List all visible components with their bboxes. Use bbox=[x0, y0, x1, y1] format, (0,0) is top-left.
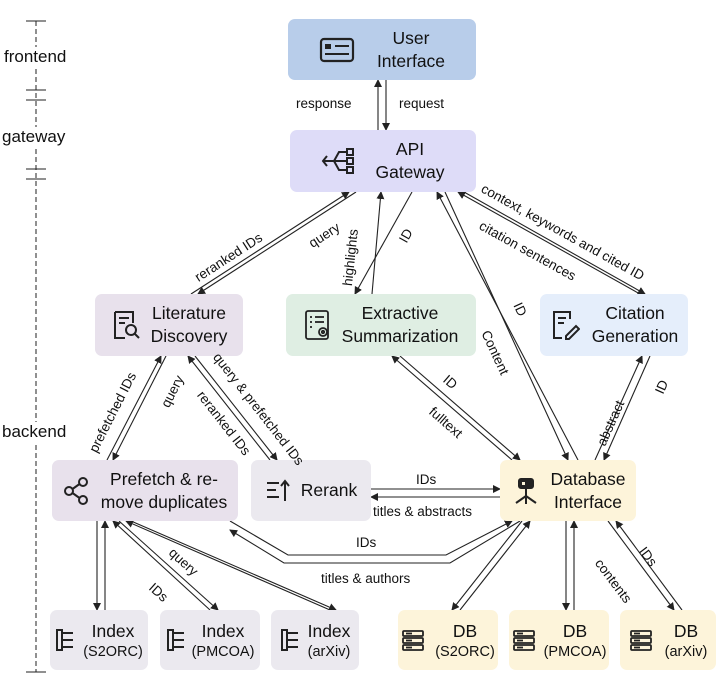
node-db-arxiv-label: DB(arXiv) bbox=[664, 620, 708, 660]
share-icon bbox=[63, 476, 89, 506]
edge-reranked-ids-mid bbox=[187, 355, 271, 461]
server-icon bbox=[629, 629, 653, 651]
edge-id-ext-up bbox=[354, 191, 413, 295]
edge-reranked-ids-top bbox=[190, 191, 350, 295]
node-index-arxiv[interactable]: Index(arXiv) bbox=[271, 610, 359, 670]
layer-frontend: frontend bbox=[4, 47, 67, 67]
edge-abstract bbox=[594, 355, 643, 461]
layer-gateway: gateway bbox=[2, 127, 66, 147]
edge-id-api-dbi bbox=[444, 191, 569, 461]
list-settings-icon bbox=[304, 309, 332, 341]
edge-query-lit-pre bbox=[112, 355, 167, 461]
node-prefetch[interactable]: Prefetch & re-move duplicates bbox=[52, 460, 238, 521]
layer-axis bbox=[26, 20, 46, 673]
edge-dbi-db1-b bbox=[459, 520, 531, 611]
label-titles-abstracts: titles & abstracts bbox=[373, 504, 473, 519]
edge-id-cit-dbi bbox=[603, 355, 651, 461]
node-index-pmcoa-label: Index(PMCOA) bbox=[191, 620, 255, 660]
edge-citation-sentences bbox=[457, 191, 641, 295]
edge-query-pre-idx bbox=[118, 520, 219, 611]
edge-highlights bbox=[371, 191, 385, 295]
label-titles-authors: titles & authors bbox=[321, 571, 411, 586]
node-db-pmcoa-label: DB(PMCOA) bbox=[543, 620, 607, 660]
edge-context-kw bbox=[463, 191, 646, 295]
edge-titles-authors bbox=[229, 520, 521, 564]
edge-content bbox=[436, 191, 579, 461]
edge-dbi-db1-a bbox=[451, 520, 523, 611]
layer-backend: backend bbox=[2, 422, 67, 442]
document-search-icon bbox=[111, 309, 141, 341]
node-index-arxiv-label: Index(arXiv) bbox=[307, 620, 351, 660]
edge-pre-idx3-b bbox=[125, 520, 331, 611]
node-prefetch-label: Prefetch & re-move duplicates bbox=[100, 468, 228, 512]
edge-fulltext bbox=[391, 355, 513, 461]
edge-prefetched-ids bbox=[106, 355, 162, 461]
node-index-s2orc-label: Index(S2ORC) bbox=[83, 620, 143, 660]
edge-id-ext-dbi bbox=[399, 355, 521, 461]
document-edit-icon bbox=[550, 309, 580, 341]
edge-contents bbox=[607, 520, 675, 611]
index-icon bbox=[280, 627, 300, 653]
label-ids-pre-dbi: IDs bbox=[356, 535, 377, 550]
index-icon bbox=[55, 627, 75, 653]
edge-query-prefetched bbox=[194, 355, 278, 461]
label-response: response bbox=[296, 96, 352, 111]
node-index-pmcoa[interactable]: Index(PMCOA) bbox=[160, 610, 260, 670]
server-icon bbox=[512, 629, 536, 651]
edge-query-top bbox=[197, 191, 357, 295]
node-db-arxiv[interactable]: DB(arXiv) bbox=[620, 610, 716, 670]
sort-icon bbox=[265, 478, 291, 504]
label-request: request bbox=[399, 96, 445, 111]
index-icon bbox=[166, 627, 186, 653]
node-rerank[interactable]: Rerank bbox=[251, 460, 371, 521]
edge-ids-db3 bbox=[615, 520, 683, 611]
database-hub-icon bbox=[511, 476, 541, 506]
node-db-s2orc-label: DB(S2ORC) bbox=[435, 620, 495, 660]
node-index-s2orc[interactable]: Index(S2ORC) bbox=[50, 610, 148, 670]
label-ids-rerank: IDs bbox=[416, 472, 437, 487]
node-rerank-label: Rerank bbox=[300, 480, 358, 500]
server-icon bbox=[401, 629, 425, 651]
routing-icon bbox=[321, 146, 355, 176]
edge-ids-pre-idx bbox=[112, 520, 211, 611]
node-db-s2orc[interactable]: DB(S2ORC) bbox=[398, 610, 498, 670]
edge-ids-pre-dbi bbox=[229, 520, 513, 556]
console-icon bbox=[319, 36, 355, 64]
edge-pre-idx3-a bbox=[130, 520, 337, 611]
node-db-pmcoa[interactable]: DB(PMCOA) bbox=[509, 610, 609, 670]
